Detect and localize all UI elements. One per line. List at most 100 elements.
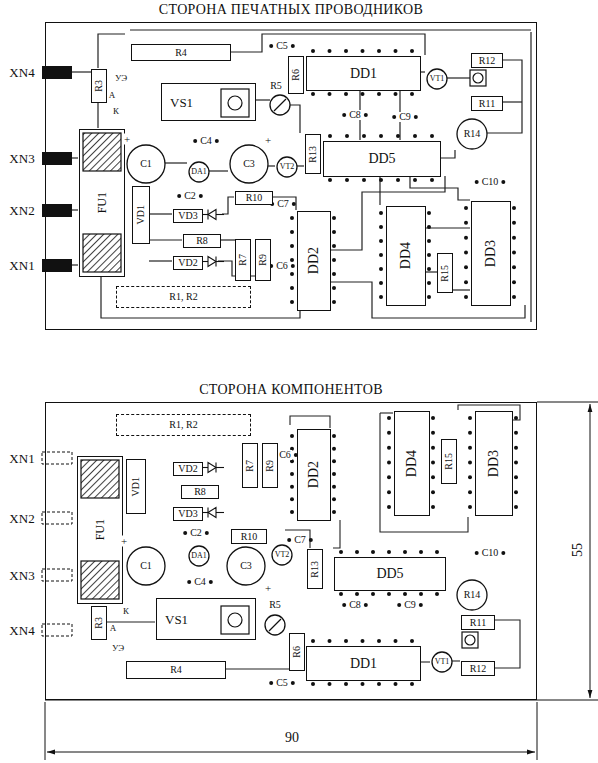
component-label: VD3 bbox=[178, 509, 197, 519]
solder-pad bbox=[339, 550, 343, 554]
wire-link bbox=[494, 620, 520, 668]
capacitor-pad bbox=[364, 603, 368, 607]
part-label: C5 bbox=[275, 678, 289, 688]
solder-pad bbox=[468, 446, 472, 450]
fuse-clip bbox=[81, 460, 119, 498]
solder-pad bbox=[290, 434, 294, 438]
printed-trace bbox=[447, 77, 470, 78]
solder-pad bbox=[387, 505, 391, 509]
trimmer-symbol bbox=[270, 95, 290, 115]
component-label: R14 bbox=[464, 129, 481, 139]
component-outline: R11 bbox=[471, 96, 503, 111]
solder-pad bbox=[514, 431, 518, 435]
dimension-line bbox=[590, 404, 591, 698]
component-label: R10 bbox=[241, 532, 258, 542]
solder-pad bbox=[512, 251, 516, 255]
component-label: DA1 bbox=[191, 168, 207, 176]
socket-symbol bbox=[473, 73, 483, 83]
dimension-line bbox=[47, 752, 535, 753]
solder-pad bbox=[361, 639, 365, 643]
solder-pad bbox=[332, 216, 336, 220]
diode-symbol bbox=[208, 508, 216, 518]
part-label: + bbox=[120, 536, 128, 547]
solder-pad bbox=[512, 280, 516, 284]
ic-package: DD2 bbox=[297, 429, 331, 521]
component-label: R14 bbox=[464, 590, 481, 600]
wire-link bbox=[225, 668, 290, 669]
capacitor-pad bbox=[309, 538, 313, 542]
printed-trace bbox=[272, 197, 296, 210]
component-circle: R14 bbox=[456, 118, 488, 150]
solder-pad bbox=[290, 485, 294, 489]
component-label: DA1 bbox=[191, 552, 207, 560]
printed-trace bbox=[530, 32, 531, 322]
ic-package: DD3 bbox=[471, 201, 511, 306]
component-outline: VD3 bbox=[173, 507, 203, 521]
solder-pad bbox=[464, 280, 468, 284]
mounting-hole bbox=[228, 96, 242, 110]
wire-link bbox=[285, 530, 310, 548]
component-label: VD2 bbox=[178, 258, 197, 268]
part-label: C9 bbox=[403, 600, 417, 610]
component-label: R9 bbox=[265, 460, 275, 472]
component-outline: VD3 bbox=[173, 209, 203, 223]
capacitor-pad bbox=[215, 139, 219, 143]
component-label: C1 bbox=[140, 561, 152, 571]
component-label: R10 bbox=[246, 193, 263, 203]
solder-pad bbox=[290, 230, 294, 234]
component-label: R1, R2 bbox=[169, 420, 197, 430]
component-circle-outline bbox=[230, 145, 268, 183]
socket-symbol bbox=[462, 632, 478, 648]
connector-label: XN1 bbox=[8, 452, 35, 465]
solder-pad bbox=[468, 475, 472, 479]
diode-symbol bbox=[208, 257, 216, 267]
capacitor-pad bbox=[287, 538, 291, 542]
wire-link bbox=[104, 405, 520, 669]
component-circle-outline bbox=[457, 580, 487, 610]
connector-outline bbox=[42, 624, 72, 636]
component-label: VD1 bbox=[131, 477, 141, 496]
fuse-clip bbox=[81, 561, 119, 599]
dimension-line bbox=[537, 402, 598, 403]
solder-pad bbox=[379, 225, 383, 229]
printed-trace bbox=[70, 30, 531, 322]
component-label: DD4 bbox=[405, 450, 419, 477]
solder-pad bbox=[410, 639, 414, 643]
component-label: R4 bbox=[170, 665, 182, 675]
solder-pad bbox=[332, 230, 336, 234]
component-label: R8 bbox=[196, 236, 208, 246]
solder-pad bbox=[379, 253, 383, 257]
solder-pad bbox=[512, 221, 516, 225]
solder-pad bbox=[427, 225, 431, 229]
capacitor-pad bbox=[501, 180, 505, 184]
part-label: C7 bbox=[293, 535, 307, 545]
component-circle-outline bbox=[432, 652, 452, 672]
capacitor-pad bbox=[205, 531, 209, 535]
part-label: C2 bbox=[189, 528, 203, 538]
capacitor-pad bbox=[177, 194, 181, 198]
solder-pad bbox=[410, 49, 414, 53]
solder-pad bbox=[387, 461, 391, 465]
component-outline: R3 bbox=[91, 606, 107, 640]
solder-pad bbox=[427, 211, 431, 215]
component-outline: VD2 bbox=[173, 462, 203, 476]
solder-pad bbox=[514, 446, 518, 450]
printed-trace bbox=[502, 101, 522, 102]
solder-pad bbox=[427, 281, 431, 285]
solder-pad bbox=[512, 236, 516, 240]
solder-pad bbox=[431, 505, 435, 509]
part-label: C10 bbox=[481, 177, 500, 187]
solder-pad bbox=[387, 446, 391, 450]
solder-pad bbox=[468, 416, 472, 420]
component-label: DD1 bbox=[350, 657, 377, 671]
component-outline: R12 bbox=[471, 53, 503, 68]
capacitor-pad bbox=[291, 264, 295, 268]
printed-trace bbox=[149, 260, 172, 261]
part-label: C7 bbox=[276, 199, 290, 209]
component-circle-outline bbox=[227, 547, 265, 585]
solder-pad bbox=[290, 497, 294, 501]
printed-trace bbox=[149, 213, 172, 214]
component-outline: R3 bbox=[91, 69, 107, 103]
component-outline: R10 bbox=[231, 529, 267, 544]
component-label: R3 bbox=[94, 80, 104, 92]
